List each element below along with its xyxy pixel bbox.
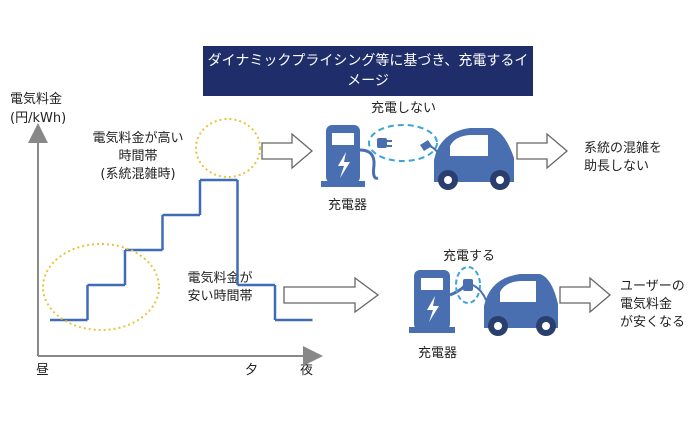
low-price-label-1: 電気料金が (187, 271, 253, 286)
title-banner: ダイナミックプライシング等に基づき、充電するイメージ (203, 46, 533, 96)
x-label-noon: 昼 (36, 363, 50, 378)
high-price-label-2: 時間帯 (118, 149, 158, 164)
bottom-status-label: 充電する (443, 249, 496, 264)
top-status-label: 充電しない (371, 101, 437, 116)
high-price-label-1: 電気料金が高い (92, 131, 184, 146)
bottom-plug-highlight (455, 266, 481, 304)
bottom-plugged-icon (463, 279, 487, 301)
low-price-highlight (42, 243, 160, 331)
bottom-car-icon (484, 274, 558, 336)
top-charger-label: 充電器 (328, 198, 368, 213)
low-price-label-2: 安い時間帯 (187, 289, 253, 304)
title-text: ダイナミックプライシング等に基づき、充電するイメージ (207, 53, 529, 89)
price-step-line (50, 178, 313, 322)
top-result-2: 助長しない (584, 159, 650, 174)
bottom-flow-arrow-2 (559, 276, 612, 314)
y-axis-label: 電気料金 (10, 92, 63, 107)
top-result-1: 系統の混雑を (584, 141, 663, 156)
bottom-charger-label: 充電器 (418, 346, 458, 361)
bottom-result-1: ユーザーの (620, 279, 685, 294)
y-axis-unit: (円/kWh) (10, 111, 67, 126)
top-flow-arrow-2 (516, 132, 569, 170)
bottom-result-2: 電気料金 (620, 297, 673, 312)
high-price-highlight (195, 118, 261, 178)
top-plug-highlight (368, 124, 438, 162)
bottom-charger-icon (409, 270, 467, 333)
bottom-result-3: が安くなる (620, 315, 686, 330)
top-car-icon (434, 128, 514, 190)
high-price-label-3: (系統混雑時) (100, 167, 176, 182)
x-label-evening: 夕 (245, 363, 259, 378)
bottom-flow-arrow-1 (283, 276, 380, 314)
top-flow-arrow-1 (261, 132, 314, 170)
top-unplugged-icon (377, 138, 441, 159)
top-charger-icon (321, 125, 379, 187)
x-label-night: 夜 (300, 363, 314, 378)
